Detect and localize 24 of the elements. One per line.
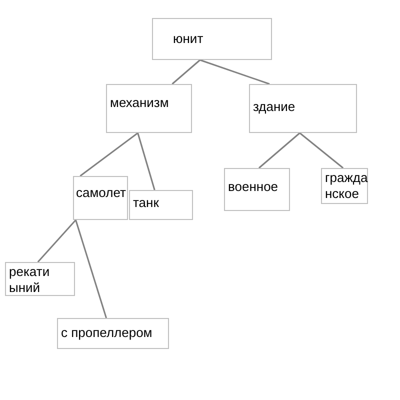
- node-label: здание: [253, 99, 296, 115]
- node-label: механизм: [110, 95, 170, 111]
- connector-line: [200, 59, 270, 85]
- connector-line: [137, 132, 156, 190]
- node-label: военное: [228, 179, 280, 195]
- node-label: самолет: [76, 185, 124, 201]
- connector-line: [80, 132, 138, 177]
- connector-line: [75, 220, 107, 318]
- tree-node-box: [5, 262, 75, 296]
- node-label: танк: [133, 195, 160, 211]
- tree-node-box: [129, 190, 193, 220]
- connector-line: [299, 132, 344, 169]
- node-label: юнит: [173, 31, 204, 47]
- tree-node-box: [224, 168, 290, 211]
- tree-node-box: [73, 176, 128, 220]
- connector-line: [37, 220, 76, 262]
- tree-node-box: [249, 84, 357, 133]
- node-label: с пропеллером: [61, 325, 154, 341]
- tree-node-box: [106, 84, 192, 133]
- connector-line: [258, 132, 300, 169]
- connector-line: [172, 59, 200, 85]
- tree-node-box: [57, 318, 169, 349]
- tree-node-box: [152, 18, 272, 60]
- node-label: рекати ыний: [9, 264, 51, 296]
